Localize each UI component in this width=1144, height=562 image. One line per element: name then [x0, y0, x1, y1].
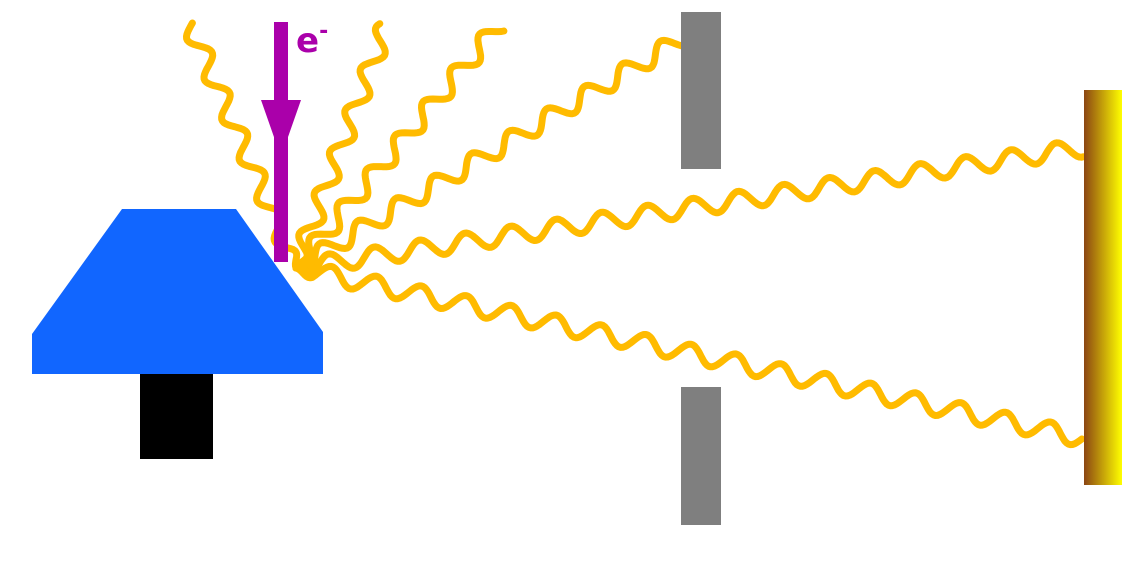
x-ray-wave-2: [292, 20, 389, 272]
x-ray-waves: [183, 19, 1087, 449]
anode-body: [32, 209, 323, 374]
slit-top-bar: [681, 12, 721, 169]
electron-beam-arrow: [261, 22, 301, 262]
x-ray-wave-4: [292, 36, 688, 272]
anode-stem: [140, 374, 213, 459]
x-ray-wave-5: [292, 139, 1087, 276]
x-ray-wave-3: [292, 27, 508, 272]
x-ray-wave-6: [292, 262, 1086, 449]
electron-beam-arrowhead: [261, 100, 301, 157]
slit-bottom-bar: [681, 387, 721, 525]
electron-label: e-: [296, 19, 328, 61]
detector-plate: [1084, 90, 1122, 485]
